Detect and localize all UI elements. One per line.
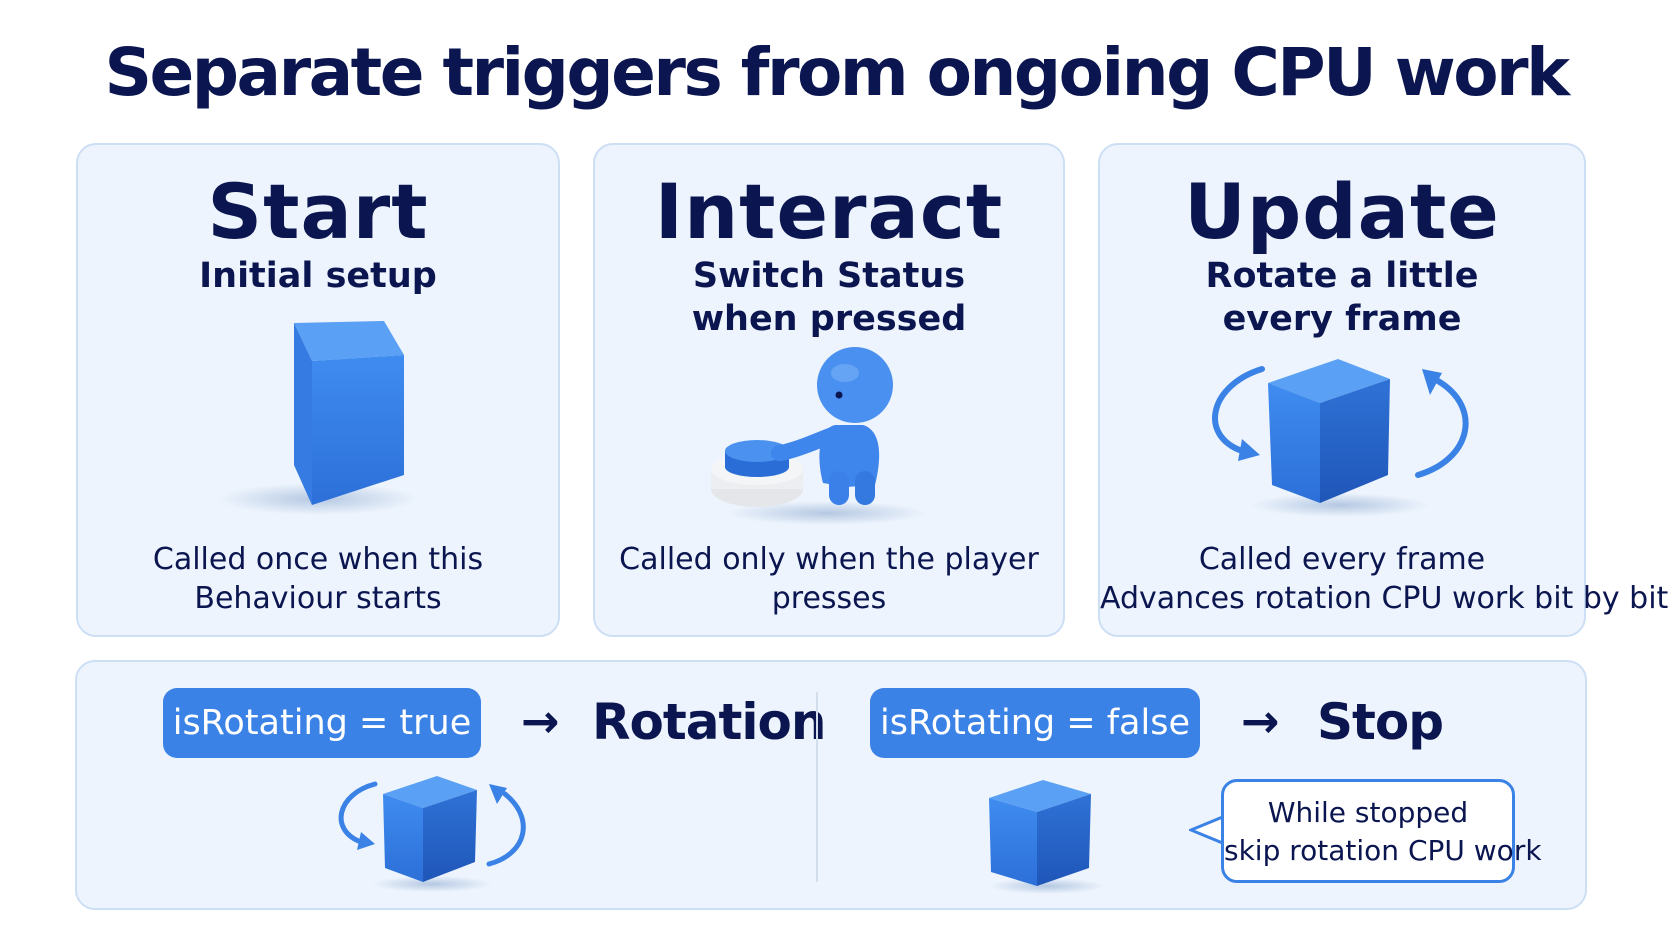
card-description-line: presses <box>771 581 887 616</box>
card-heading: Start <box>207 167 429 256</box>
card-update: Update Rotate a little every frame Calle… <box>1098 143 1669 637</box>
card-subtitle-line: every frame <box>1222 299 1462 339</box>
state-result-rotation: Rotation <box>592 693 826 751</box>
card-subtitle-line: when pressed <box>691 299 967 339</box>
card-subtitle-line: Switch Status <box>692 256 966 296</box>
card-interact: Interact Switch Status when pressed Call… <box>593 143 1065 637</box>
rotating-cube-icon <box>1212 359 1469 517</box>
cube-icon <box>218 321 418 515</box>
page-title: Separate triggers from ongoing CPU work <box>104 34 1570 111</box>
note-line: skip rotation CPU work <box>1224 834 1542 867</box>
card-description-line: Advances rotation CPU work bit by bit <box>1100 581 1669 616</box>
panel-divider <box>816 692 818 882</box>
rotating-cube-icon <box>338 776 526 892</box>
cube-icon <box>989 780 1105 894</box>
person-pressing-button-icon <box>711 347 927 525</box>
speech-bubble-tail <box>1189 814 1225 846</box>
card-heading: Interact <box>654 167 1004 256</box>
note-bubble: While stopped skip rotation CPU work <box>1221 779 1542 883</box>
card-description: Called once when this Behaviour starts <box>78 540 558 618</box>
arrow-right-icon: → <box>521 694 560 748</box>
rotation-state-panel: isRotating = true → Rotation isRotating … <box>75 660 1587 910</box>
card-subtitle: Rotate a little every frame <box>1100 255 1584 341</box>
card-subtitle: Initial setup <box>78 255 558 298</box>
arrow-right-icon: → <box>1241 694 1280 748</box>
note-line: While stopped <box>1267 796 1469 829</box>
card-description-line: Called every frame <box>1198 542 1486 577</box>
condition-badge-false: isRotating = false <box>870 688 1200 758</box>
card-description-line: Called once when this <box>152 542 484 577</box>
card-description-line: Behaviour starts <box>194 581 442 616</box>
card-subtitle-line: Rotate a little <box>1205 256 1479 296</box>
card-description-line: Called only when the player <box>619 542 1039 577</box>
card-description: Called only when the player presses <box>595 540 1063 618</box>
card-subtitle: Switch Status when pressed <box>595 255 1063 341</box>
card-heading: Update <box>1184 167 1500 256</box>
card-start: Start Initial setup Called once when thi… <box>76 143 560 637</box>
condition-badge-true: isRotating = true <box>163 688 481 758</box>
card-description: Called every frame Advances rotation CPU… <box>1100 540 1669 618</box>
card-subtitle-line: Initial setup <box>199 256 437 296</box>
state-result-stop: Stop <box>1317 693 1444 751</box>
